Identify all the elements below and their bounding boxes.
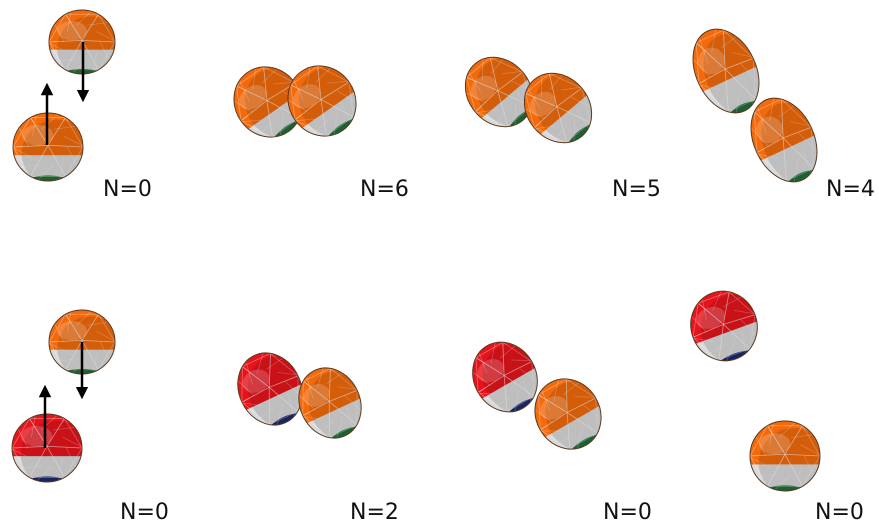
label-top-4: N=4 xyxy=(826,177,875,202)
bot2-particle-b xyxy=(287,357,371,444)
label-bottom-2: N=2 xyxy=(350,500,399,525)
bot4-particle-b xyxy=(749,420,821,492)
bot1-particle-a xyxy=(48,309,116,375)
bot3-particle-b xyxy=(522,366,612,455)
bot1-particle-b xyxy=(11,413,83,483)
top1-particle-b xyxy=(12,112,84,182)
label-top-2: N=6 xyxy=(360,177,409,202)
label-bottom-4: N=0 xyxy=(815,500,864,525)
arrows-layer xyxy=(38,42,90,448)
label-bottom-1: N=0 xyxy=(120,500,169,525)
particles-layer xyxy=(11,9,828,492)
bot3-particle-a xyxy=(460,330,548,418)
top3-particle-b xyxy=(510,59,603,148)
top1-particle-a xyxy=(48,9,116,75)
top2-particle-b xyxy=(274,52,367,142)
label-bottom-3: N=0 xyxy=(603,500,652,525)
label-top-1: N=0 xyxy=(103,177,152,202)
bot4-particle-a xyxy=(681,281,767,366)
bot2-particle-a xyxy=(226,342,313,431)
label-top-3: N=5 xyxy=(612,177,661,202)
